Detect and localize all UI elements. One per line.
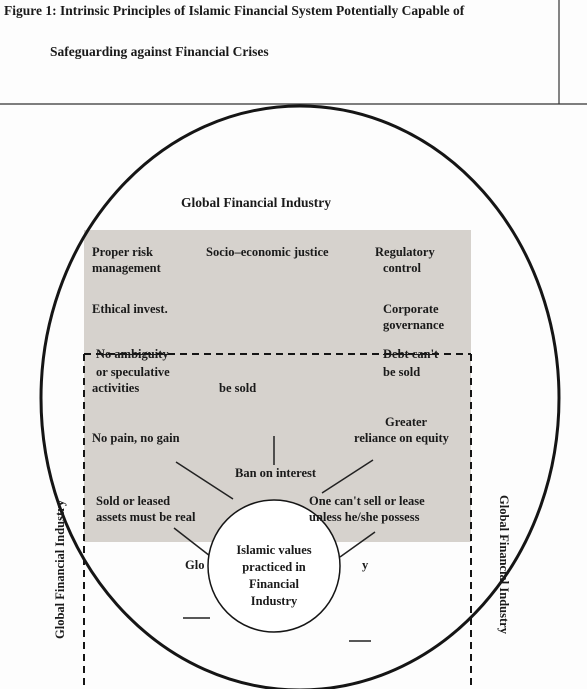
principle-risk-line-2: management — [92, 261, 161, 275]
connector-lower-right — [339, 531, 376, 558]
core-text-line-1: Islamic values — [236, 543, 312, 557]
principle-one-cant-line-1: One can't sell or lease — [309, 494, 425, 508]
bottom-global-label-partial-right: y — [362, 558, 369, 572]
principle-sold-leased-line-2: assets must be real — [96, 510, 196, 524]
principle-greater-line-2: reliance on equity — [354, 431, 449, 445]
principle-corporate-line-1: Corporate — [383, 302, 439, 316]
principle-be-sold-center: be sold — [219, 381, 257, 395]
figure-title-line-2: Safeguarding against Financial Crises — [50, 44, 269, 59]
principle-debt-line-2: be sold — [383, 365, 421, 379]
right-global-label: Global Financial Industry — [496, 495, 511, 634]
principle-regulatory-line-1: Regulatory — [375, 245, 435, 259]
principle-debt-line-1: Debt can't — [383, 347, 439, 361]
bottom-global-label-partial-left: Glo — [185, 558, 205, 572]
principle-no-ambiguity-line-2: or speculative — [96, 365, 170, 379]
core-text-line-3: Financial — [248, 577, 299, 591]
left-global-label: Global Financial Industry — [52, 500, 67, 639]
principle-corporate-line-2: governance — [383, 318, 445, 332]
core-text-line-2: practiced in — [242, 560, 306, 574]
principle-greater-line-1: Greater — [385, 415, 428, 429]
connector-lower-left — [173, 527, 211, 557]
principle-ethical-invest: Ethical invest. — [92, 302, 168, 316]
principle-no-ambiguity-line-1: No ambiguity — [96, 347, 169, 361]
connector-left — [175, 461, 234, 500]
principles-shaded-box — [84, 230, 471, 542]
islamic-values-circle — [207, 499, 341, 633]
principle-no-ambiguity-line-3: activities — [92, 381, 140, 395]
principle-one-cant-line-2: unless he/she possess — [309, 510, 420, 524]
principle-regulatory-line-2: control — [383, 261, 421, 275]
principle-socio-economic: Socio–economic justice — [206, 245, 329, 259]
principle-no-pain-no-gain: No pain, no gain — [92, 431, 180, 445]
dashed-boundary — [83, 353, 472, 689]
top-global-label: Global Financial Industry — [181, 195, 332, 210]
principle-ban-on-interest: Ban on interest — [235, 466, 317, 480]
core-text-line-4: Industry — [250, 594, 298, 608]
figure-title-line-1: Figure 1: Intrinsic Principles of Islami… — [4, 3, 465, 18]
principle-sold-leased-line-1: Sold or leased — [96, 494, 171, 508]
connector-right — [321, 459, 374, 494]
global-industry-circle — [39, 104, 561, 689]
principle-risk-line-1: Proper risk — [92, 245, 153, 259]
